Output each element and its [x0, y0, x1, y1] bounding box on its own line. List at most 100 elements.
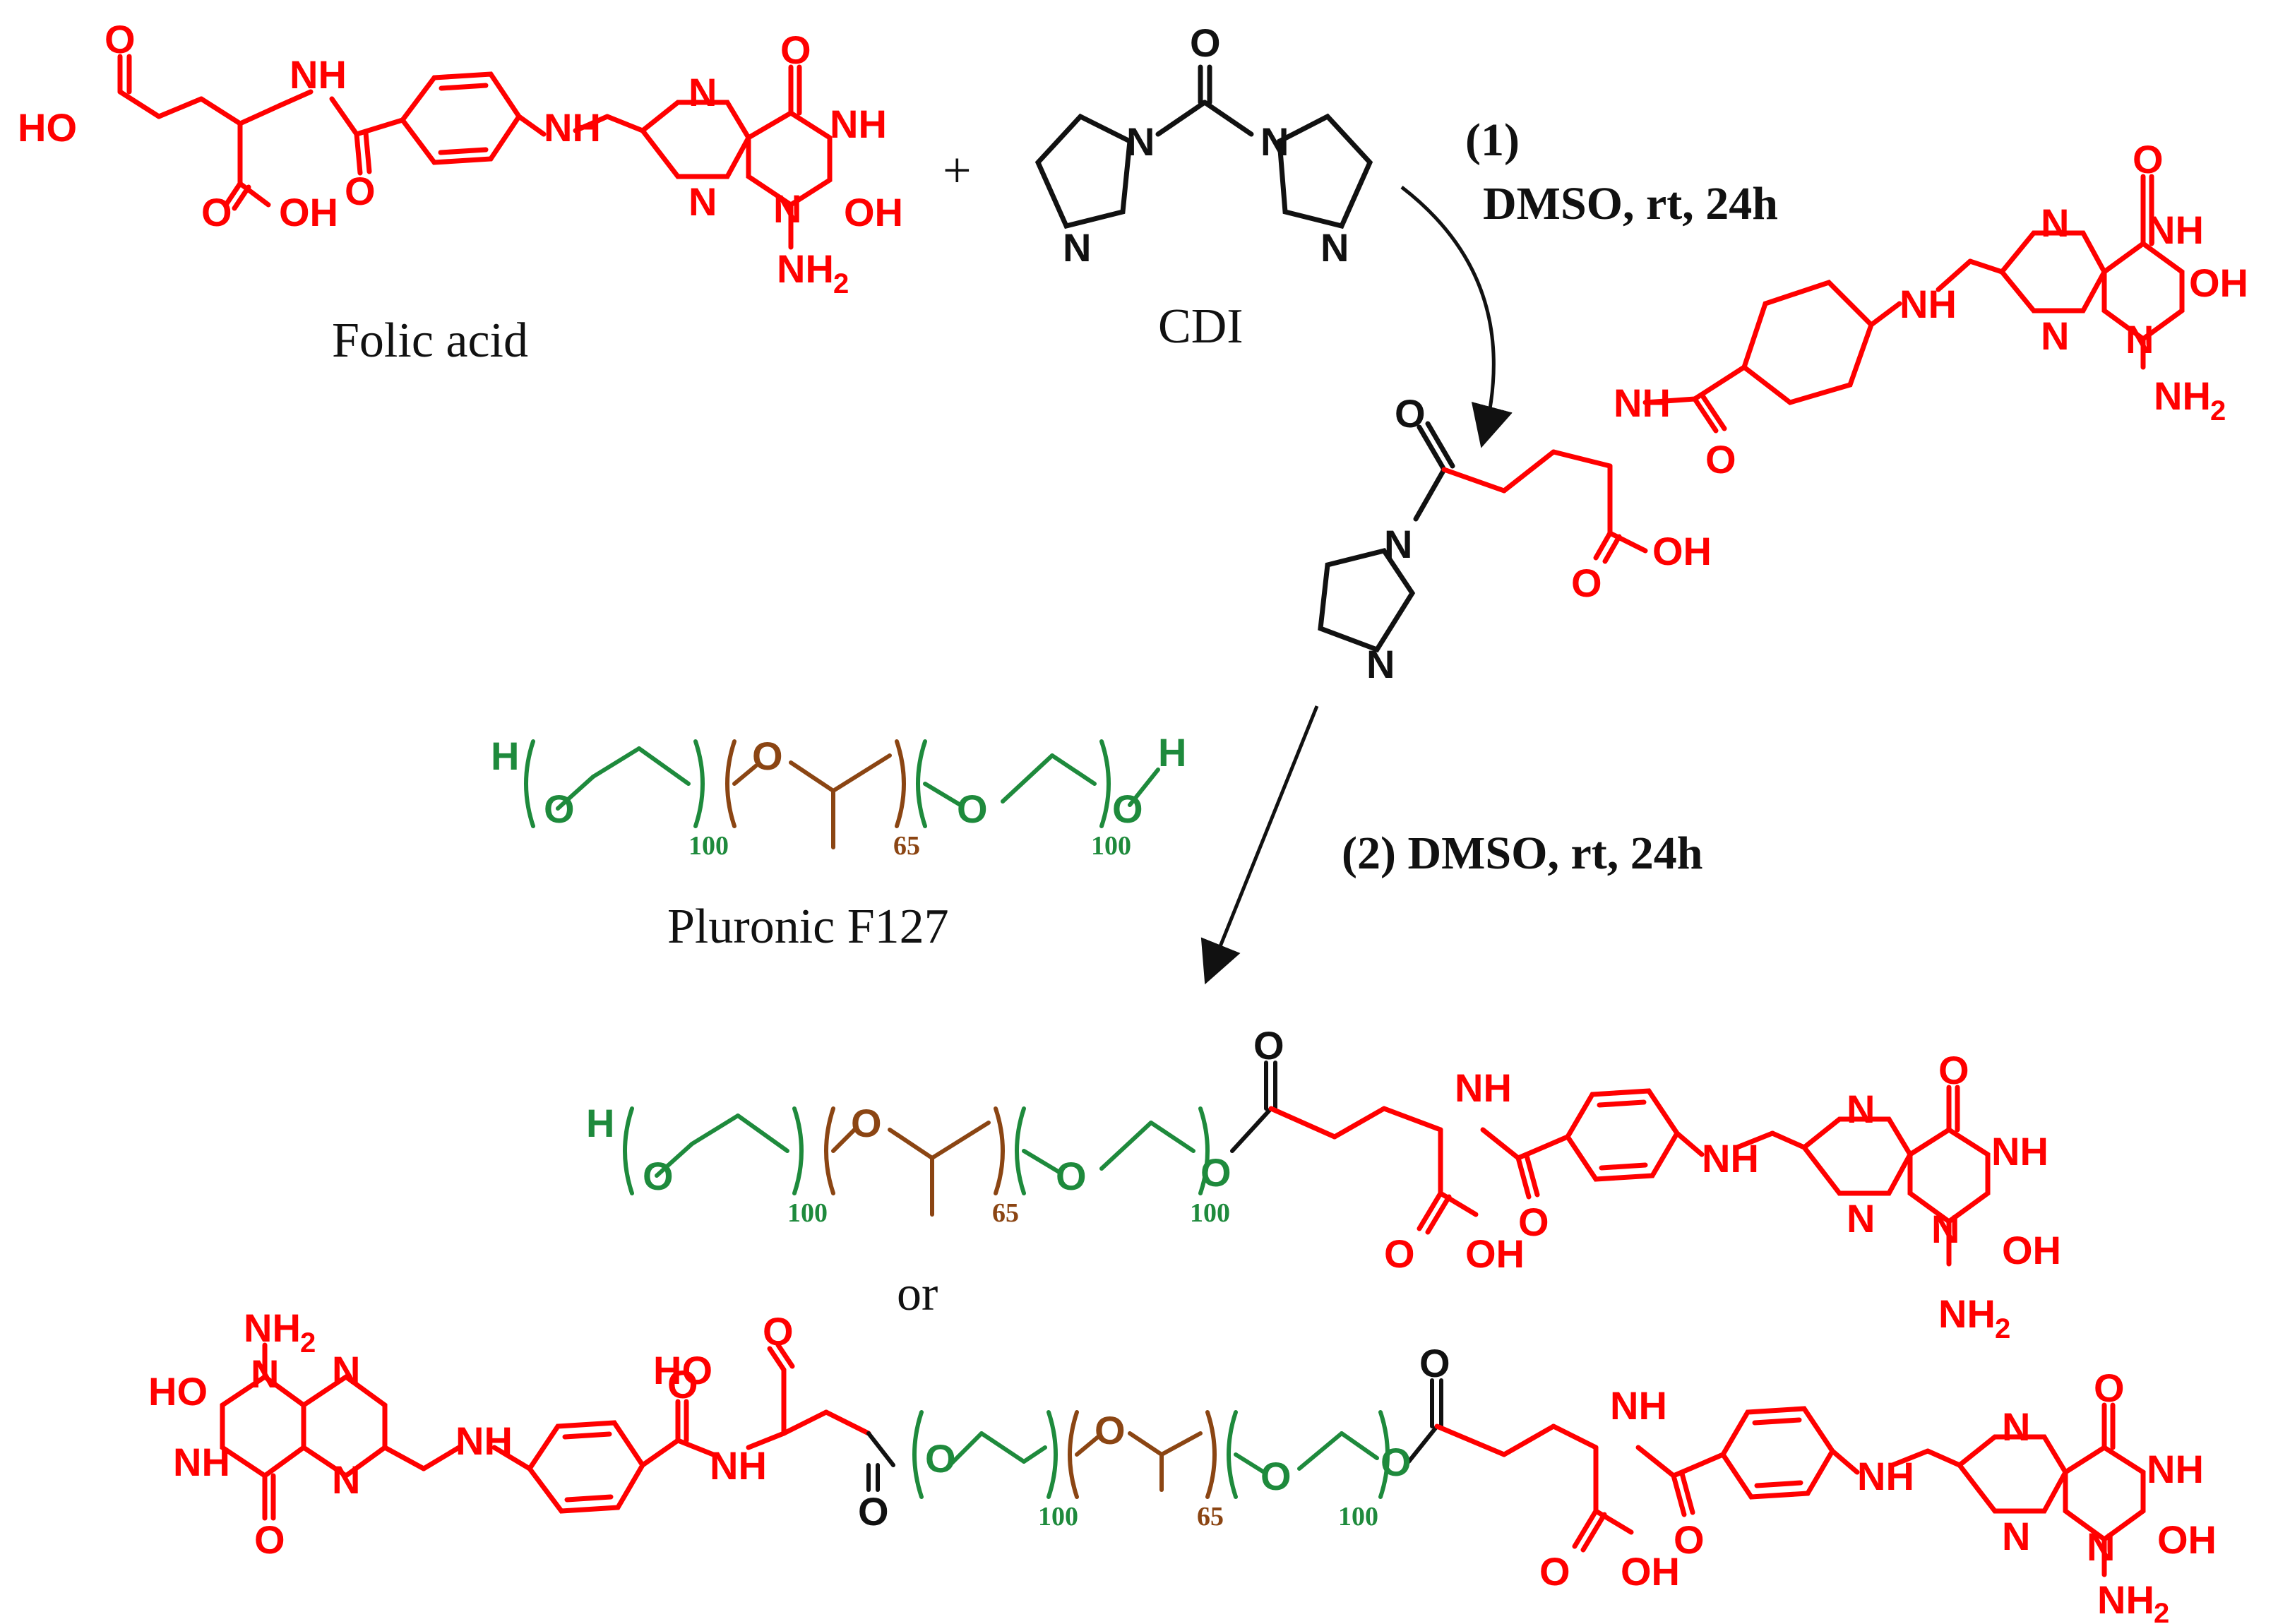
atom-n: N — [332, 1457, 360, 1502]
atom-nh: NH — [544, 105, 601, 150]
atom-oh: OH — [1465, 1231, 1525, 1276]
product1-atoms-green: H O O O — [586, 1101, 1232, 1198]
atom-o: O — [957, 787, 988, 831]
atom-oh: OH — [2189, 261, 2248, 305]
atom-oh: OH — [2157, 1517, 2217, 1562]
atom-o: O — [1190, 20, 1221, 65]
atom-o: O — [254, 1517, 285, 1562]
intermediate-folate — [1441, 174, 2185, 564]
atom-o: O — [345, 169, 376, 213]
step2-arrow — [1200, 705, 1319, 985]
product1-atoms-red: NH O O OH NH N N O NH OH N NH 2 — [1384, 1048, 2061, 1344]
atom-n: N — [332, 1348, 360, 1392]
atom-hn: NH — [1610, 1383, 1667, 1428]
label-cdi: CDI — [1158, 299, 1244, 354]
step1-number: (1) — [1465, 114, 1520, 166]
atom-n: N — [2087, 1524, 2115, 1569]
product2-right-folate — [1434, 1402, 2146, 1577]
atom-nh2: NH — [1938, 1291, 1996, 1336]
atom-o: O — [643, 1154, 674, 1198]
atom-o: O — [2133, 137, 2164, 181]
atom-o: O — [752, 734, 783, 778]
atom-n: N — [2002, 1404, 2030, 1449]
atom-o: O — [1419, 1341, 1450, 1385]
atom-nh: NH — [830, 102, 887, 146]
atom-o: O — [1380, 1440, 1412, 1484]
label-folic-acid: Folic acid — [332, 314, 528, 368]
atom-ho: HO — [653, 1348, 712, 1392]
atom-nh2: NH — [244, 1306, 301, 1350]
atom-o: O — [1384, 1231, 1415, 1276]
atom-o: O — [1518, 1200, 1549, 1244]
product2-atoms-red: NH 2 HO N N NH N O NH O NH HO O NH O O O… — [148, 1306, 2217, 1624]
atom-n: N — [2041, 314, 2069, 358]
atom-sub-2: 2 — [300, 1327, 316, 1359]
product2-atoms-black: O O — [858, 1341, 1450, 1534]
intermediate-atoms-red: NH O O OH NH N N O NH OH N NH 2 — [1571, 137, 2248, 605]
repeat-ppo: 65 — [992, 1198, 1019, 1228]
intermediate-linker — [1318, 421, 1455, 653]
atom-o: O — [1260, 1454, 1292, 1498]
label-pluronic: Pluronic F127 — [667, 900, 949, 954]
atom-nh: NH — [290, 52, 347, 97]
atom-nh: NH — [2147, 208, 2204, 252]
product1-atoms-brown: O — [851, 1101, 882, 1145]
atom-n: N — [1384, 522, 1412, 566]
atom-ho: HO — [148, 1369, 208, 1414]
atom-nh: NH — [455, 1419, 513, 1463]
atom-nh: NH — [2147, 1447, 2204, 1491]
atom-hn: NH — [173, 1440, 230, 1484]
atom-nh2: NH — [2154, 374, 2211, 418]
atom-oh: OH — [279, 190, 338, 234]
cdi-structure — [1034, 64, 1373, 229]
atom-sub-2: 2 — [833, 268, 849, 299]
atom-o: O — [1056, 1154, 1087, 1198]
atom-o: O — [1200, 1150, 1232, 1195]
atom-h: H — [491, 734, 519, 778]
atom-oh: OH — [844, 190, 903, 234]
atom-o: O — [1395, 391, 1426, 436]
step1-arrow — [1400, 186, 1513, 448]
atom-sub-2: 2 — [1995, 1313, 2010, 1344]
atom-n: N — [2125, 317, 2154, 362]
atom-n: N — [1847, 1087, 1875, 1131]
atom-h: H — [1158, 730, 1186, 775]
atom-sub-2: 2 — [2210, 395, 2226, 426]
atom-n: N — [2002, 1514, 2030, 1558]
atom-n: N — [1320, 225, 1349, 270]
atom-o: O — [763, 1309, 794, 1354]
folic-acid-structure — [117, 54, 833, 250]
cdi-atoms: O N N N N — [1063, 20, 1349, 270]
atom-o: O — [1705, 437, 1736, 482]
repeat-peo-right: 100 — [1091, 831, 1131, 861]
atom-n: N — [773, 186, 801, 231]
atom-hn: NH — [1614, 381, 1671, 425]
atom-o: O — [201, 190, 232, 234]
pluronic-atoms-green: H O O O H — [491, 730, 1186, 831]
atom-o: O — [667, 1362, 698, 1407]
product2-right-linker — [1407, 1378, 1443, 1464]
repeat-ppo: 65 — [893, 831, 920, 861]
atom-n: N — [1931, 1207, 1960, 1251]
atom-n: N — [688, 70, 717, 114]
atom-nh: NH — [1991, 1129, 2049, 1174]
step2-conditions: (2) DMSO, rt, 24h — [1342, 828, 1702, 879]
atom-n: N — [1063, 225, 1091, 270]
atom-nh2: NH — [2097, 1577, 2154, 1622]
pluronic-structure — [524, 739, 1160, 849]
product1-pluronic — [623, 1106, 1210, 1217]
atom-hn: NH — [1455, 1065, 1512, 1110]
repeat-peo: 100 — [787, 1198, 828, 1228]
step1-conditions: DMSO, rt, 24h — [1483, 178, 1778, 229]
repeat-peo: 100 — [1038, 1502, 1078, 1532]
atom-o: O — [544, 787, 575, 831]
atom-n: N — [1847, 1196, 1875, 1241]
product2-atoms-brown: O — [1095, 1408, 1126, 1452]
atom-oh: OH — [1652, 529, 1712, 573]
atom-o: O — [1253, 1023, 1284, 1068]
atom-o: O — [1095, 1408, 1126, 1452]
atom-nh2: NH — [777, 246, 834, 291]
atom-o: O — [1539, 1549, 1570, 1594]
repeat-peo-left: 100 — [688, 831, 729, 861]
repeat-peo: 100 — [1190, 1198, 1230, 1228]
